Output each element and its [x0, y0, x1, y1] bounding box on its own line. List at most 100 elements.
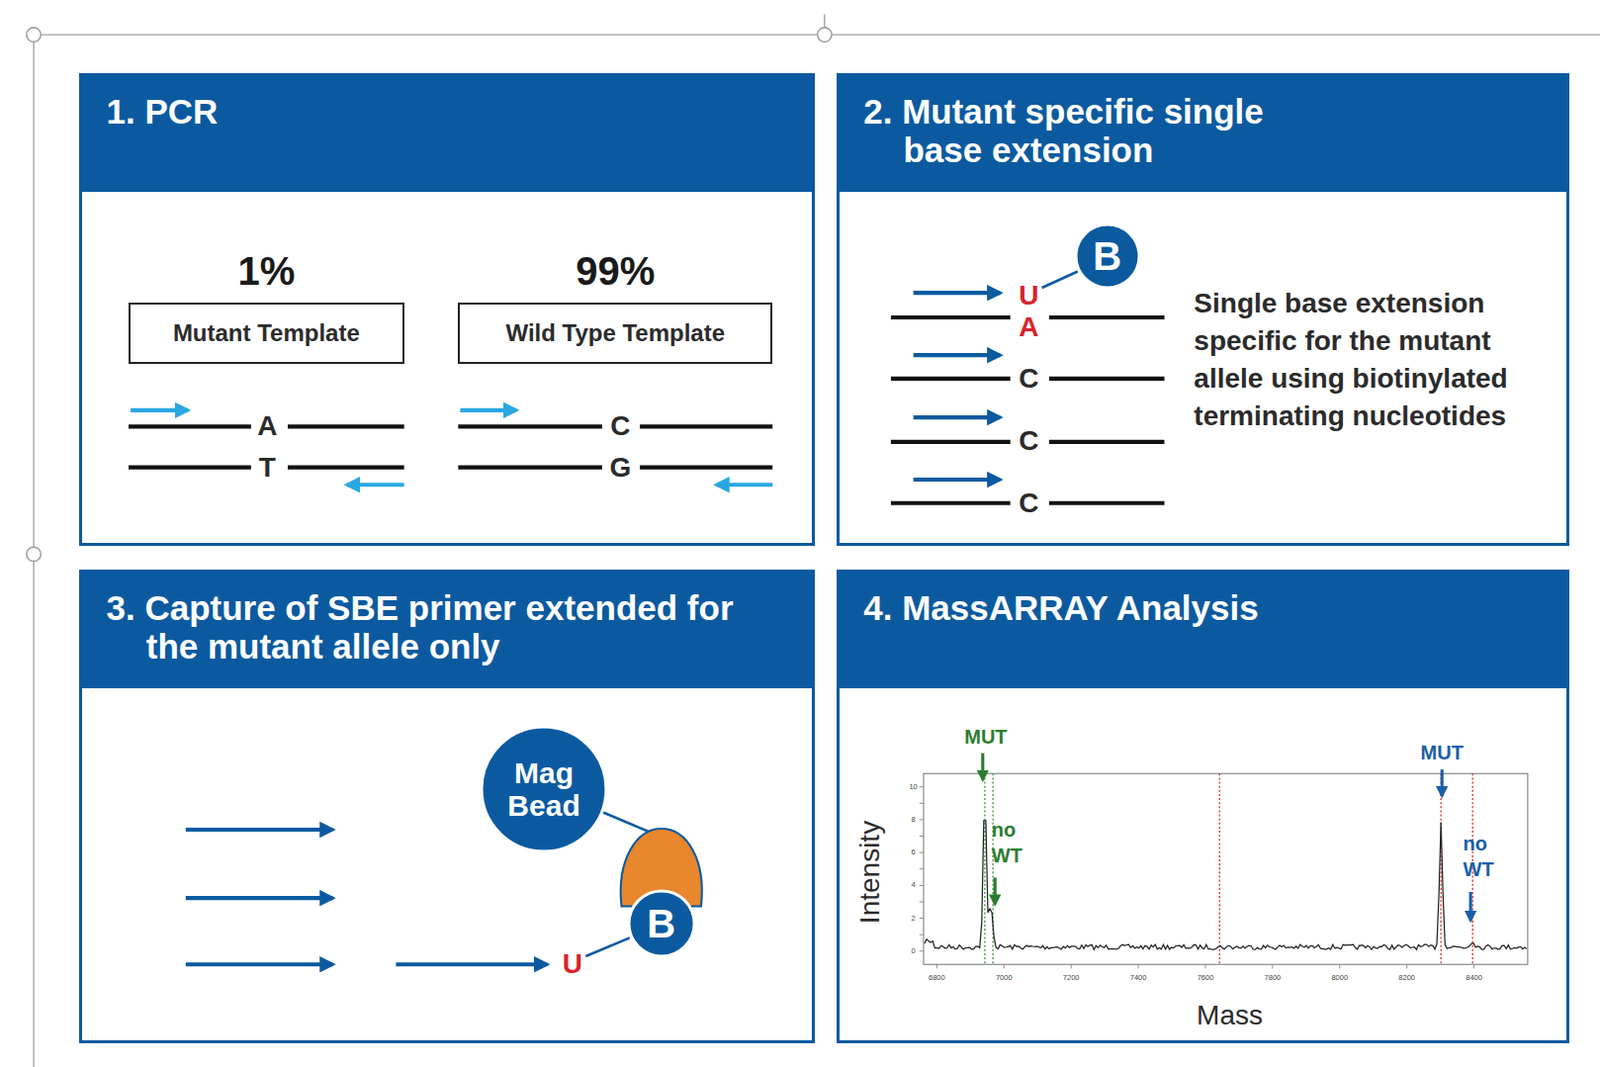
bead-circle: B [1074, 223, 1141, 289]
primer-arrow [459, 408, 517, 413]
base-letter: G [610, 452, 632, 482]
sbe-primer-arrow [185, 895, 334, 900]
circle-label: B [627, 889, 696, 958]
tick-label: 4 [911, 881, 916, 889]
sbe-primer-arrow [185, 962, 334, 967]
axis-title: Mass [1196, 1000, 1263, 1030]
panel-heading: 4. MassARRAY Analysis [839, 572, 1567, 689]
sbe-primers [913, 292, 1001, 480]
dna-strand [890, 440, 1011, 445]
tick-label: 7000 [995, 974, 1013, 982]
percentage-heading: 1% [128, 241, 405, 301]
tick-label: 7400 [1130, 974, 1148, 982]
peak-arrow [1469, 891, 1473, 921]
step-panel: 4. MassARRAY Analysis [836, 569, 1570, 1044]
dna-strand [287, 424, 405, 429]
tick-label: 7800 [1264, 974, 1282, 982]
spectrum-trace [924, 820, 1527, 950]
tick-mark [919, 885, 924, 887]
circle-shape [1075, 224, 1140, 288]
reference-lines [984, 773, 1473, 965]
bead-link [603, 811, 649, 832]
tick-mark [919, 818, 924, 820]
tick-label: 2 [911, 914, 916, 923]
dna-strand [1049, 315, 1165, 320]
frame-handle [26, 27, 41, 42]
peak-arrow [993, 878, 997, 905]
peak-arrow [980, 753, 984, 781]
sbe-primer-arrow [185, 827, 334, 832]
mass-marker [1219, 773, 1221, 965]
peak-label: MUT [964, 726, 1007, 748]
tick-mark [919, 917, 924, 919]
tick-mark [919, 852, 924, 854]
dna-strand [1049, 376, 1165, 381]
tick-mark [1406, 964, 1408, 969]
extended-base: U [562, 950, 583, 979]
plot-frame [923, 773, 1528, 965]
peak-arrow [1440, 769, 1444, 797]
bead-circle: Mag Bead [480, 725, 608, 853]
tick-mark [1070, 964, 1072, 969]
biotin-link [1042, 271, 1078, 289]
tick-mark [919, 950, 924, 952]
sbe-primer-arrow [913, 477, 1001, 482]
biotin-link [585, 937, 629, 957]
primer-arrow [347, 482, 405, 487]
base-letter: C [1018, 363, 1039, 393]
frame-handle [26, 546, 41, 561]
mass-marker [983, 773, 985, 965]
tick-mark [919, 835, 924, 837]
peak-label: no WT [991, 816, 1036, 869]
dna-strand [128, 424, 252, 429]
bead-circle: B [627, 889, 696, 958]
panel-heading: 1. PCR [82, 76, 811, 192]
tick-label: 8000 [1331, 974, 1348, 982]
percentage-heading: 99% [457, 241, 773, 301]
panel-heading: 2. Mutant specific single base extension [839, 76, 1567, 192]
capture-primers [185, 829, 547, 965]
sbe-primer-arrow [913, 290, 1001, 295]
pcr-primers [130, 410, 773, 485]
template-label: Mutant Template [128, 302, 405, 364]
sbe-primer-arrow [913, 415, 1001, 420]
base-letter: T [259, 452, 276, 482]
circle-label: Mag Bead [480, 725, 608, 853]
dna-strand [890, 501, 1011, 506]
step-panel: 1%Mutant Template99%Wild Type Template1.… [79, 73, 814, 546]
base-letter: C [1018, 488, 1039, 518]
tick-label: 0 [911, 947, 916, 956]
mass-marker [1440, 773, 1442, 965]
tick-mark [1204, 964, 1206, 969]
peak-label: MUT [1421, 741, 1464, 763]
dna-strands [128, 426, 773, 467]
tick-mark [919, 868, 924, 870]
dna-strand [890, 376, 1011, 381]
step-panel: B 2. Mutant specific single base extensio… [836, 73, 1570, 546]
axis-ticks [919, 787, 1475, 970]
panel-heading: 3. Capture of SBE primer extended for th… [82, 572, 811, 689]
frame-handle [817, 27, 832, 42]
tick-label: 8200 [1398, 974, 1416, 982]
dna-strand [890, 315, 1011, 320]
dna-strand [639, 465, 773, 470]
panel-description: Single base extension specific for the m… [1193, 284, 1562, 436]
primer-arrow [715, 482, 773, 487]
dna-strand [1049, 501, 1165, 506]
dna-strand [128, 465, 252, 470]
tick-mark [1003, 964, 1005, 969]
peak-label: no WT [1463, 830, 1508, 883]
tick-mark [936, 964, 938, 969]
axis-title: Intensity [856, 820, 886, 924]
dna-strand [639, 424, 773, 429]
extended-base: U [1018, 281, 1039, 311]
mutant-base: A [1018, 313, 1039, 343]
dna-strand [287, 465, 405, 470]
circle-shape [481, 726, 607, 852]
tick-mark [1338, 964, 1340, 969]
tick-label: 8400 [1465, 974, 1483, 982]
tick-label: 7600 [1197, 974, 1215, 982]
base-letter: C [1018, 426, 1039, 455]
base-letter: C [610, 412, 630, 442]
